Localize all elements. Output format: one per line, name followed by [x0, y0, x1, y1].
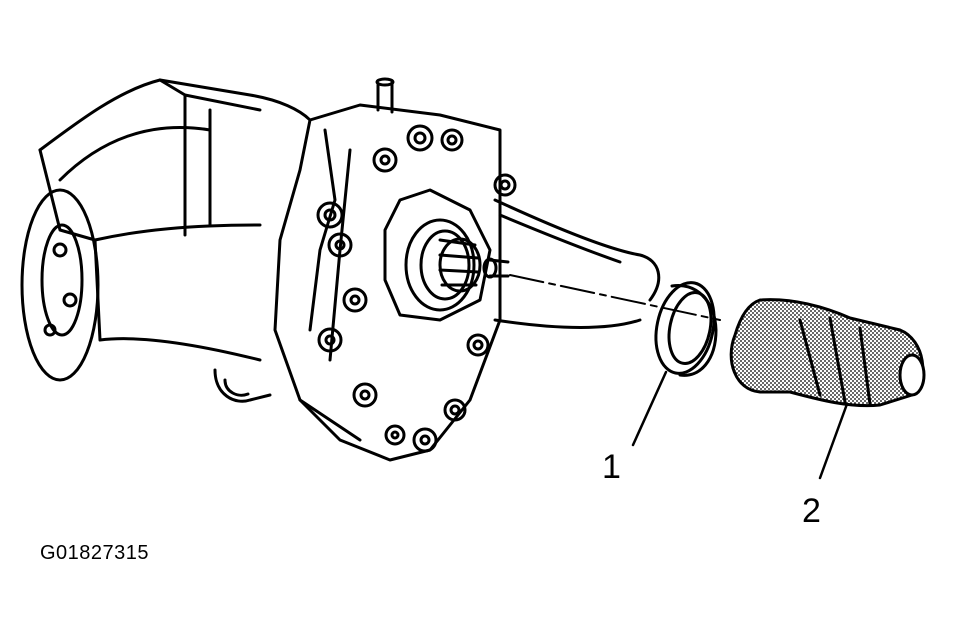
callout-number-1: 1	[602, 448, 621, 486]
callout-number-2: 2	[802, 492, 821, 530]
centerline	[509, 274, 721, 321]
callout-leader-1	[631, 370, 668, 447]
seal-installer-tool	[729, 298, 926, 408]
callout-leader-2	[818, 402, 849, 480]
axle-housing	[20, 78, 661, 403]
seal-part	[654, 281, 718, 377]
figure-id-label: G01827315	[40, 542, 150, 564]
output-shaft	[383, 188, 510, 322]
cover-plate	[273, 77, 517, 462]
